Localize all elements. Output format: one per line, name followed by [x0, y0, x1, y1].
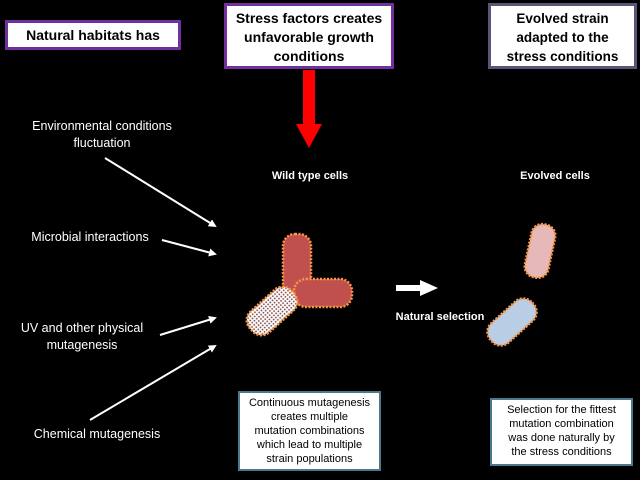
evolved-line-3: stress conditions: [506, 49, 619, 64]
stress-line-3: conditions: [273, 48, 345, 64]
env-arrow: [104, 157, 217, 228]
uv-line-2: mutagenesis: [46, 338, 118, 352]
selection-arrow: [396, 280, 438, 296]
mutagenesis-line-4: which lead to multiple: [256, 439, 363, 451]
natural-habitats-box: Natural habitats has: [5, 20, 181, 50]
env-line-1: Environmental conditions: [32, 119, 172, 133]
chemical-arrow: [89, 344, 217, 421]
evolved-line-1: Evolved strain: [516, 11, 609, 26]
env-line-2: fluctuation: [73, 136, 131, 150]
microbial-label: Microbial interactions: [12, 229, 168, 246]
mutagenesis-line-1: Continuous mutagenesis: [248, 397, 371, 409]
evolved-strain-box: Evolved strain adapted to the stress con…: [488, 3, 637, 69]
uv-arrow: [159, 315, 217, 336]
natural-selection-label: Natural selection: [395, 311, 485, 323]
selection-line-4: the stress conditions: [511, 446, 612, 458]
selection-line-1: Selection for the fittest: [507, 404, 616, 416]
selection-note: Selection for the fittest mutation combi…: [490, 398, 633, 466]
evolved-line-2: adapted to the: [516, 30, 609, 45]
stress-arrow: [296, 70, 322, 148]
wild-type-cells: [245, 232, 354, 337]
uv-line-1: UV and other physical: [20, 321, 144, 335]
env-conditions-label: Environmental conditions fluctuation: [12, 118, 192, 152]
mutagenesis-note: Continuous mutagenesis creates multiple …: [238, 391, 381, 471]
evolved-cell-blue: [486, 297, 538, 347]
cell-dotted: [245, 285, 299, 337]
evolved-cell-pink: [523, 222, 557, 280]
microbial-arrow: [161, 239, 217, 257]
mutagenesis-line-5: strain populations: [266, 453, 353, 465]
evolved-cells-label: Evolved cells: [520, 170, 590, 182]
natural-habitats-text: Natural habitats has: [26, 27, 160, 43]
stress-factors-box: Stress factors creates unfavorable growt…: [224, 3, 394, 69]
mutagenesis-line-2: creates multiple: [270, 411, 349, 423]
cell-horizontal: [292, 277, 354, 309]
mutagenesis-line-3: mutation combinations: [254, 425, 365, 437]
wild-type-label: Wild type cells: [271, 170, 349, 182]
evolved-cells: [486, 222, 557, 347]
selection-line-2: mutation combination: [509, 418, 614, 430]
selection-line-3: was done naturally by: [508, 432, 615, 444]
stress-line-1: Stress factors creates: [235, 10, 383, 26]
stress-line-2: unfavorable growth: [244, 29, 374, 45]
uv-label: UV and other physical mutagenesis: [12, 320, 152, 354]
microbial-text: Microbial interactions: [31, 230, 149, 244]
chemical-label: Chemical mutagenesis: [12, 426, 182, 443]
chemical-text: Chemical mutagenesis: [33, 427, 161, 441]
